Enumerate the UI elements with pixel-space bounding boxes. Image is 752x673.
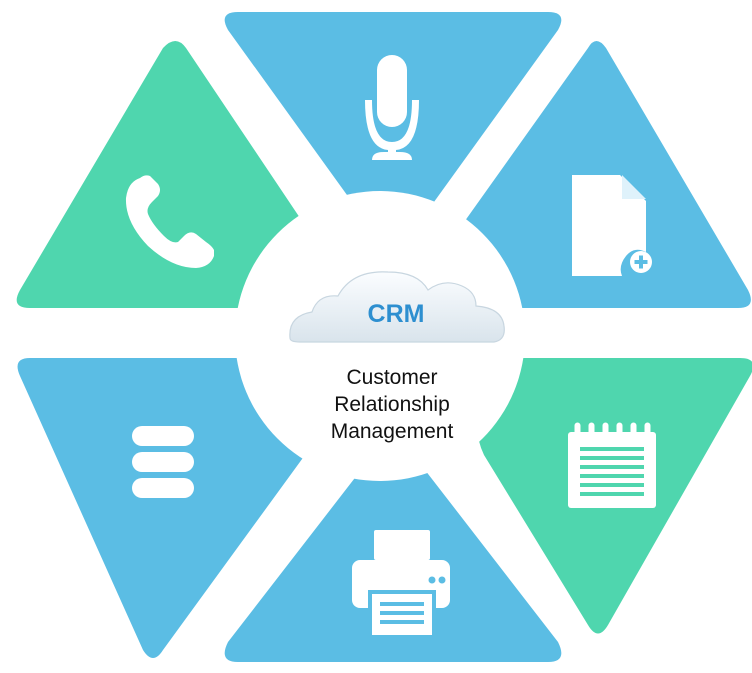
segment-upper-left: [16, 41, 304, 308]
cloud-logo: CRM: [289, 271, 505, 343]
database-icon: [132, 426, 194, 498]
document-add-icon: [572, 175, 652, 276]
segment-lower-left: [17, 358, 311, 658]
center-title-line-2: Relationship: [334, 393, 450, 416]
cloud-logo-text: CRM: [368, 300, 425, 328]
segment-top: [224, 12, 562, 248]
phone-icon: [125, 175, 214, 268]
segment-lower-right: [477, 358, 752, 634]
center-title-line-3: Management: [331, 420, 454, 443]
notepad-icon: [568, 422, 656, 508]
printer-icon: [352, 530, 450, 639]
segment-lower-left-shape: [17, 358, 311, 658]
center-hub: CRM Customer Relationship Management: [235, 191, 525, 481]
microphone-icon: [365, 55, 419, 160]
segment-bottom: [224, 438, 562, 662]
center-title-line-1: Customer: [346, 366, 437, 389]
segment-upper-right: [456, 41, 751, 308]
segment-upper-right-shape: [456, 41, 751, 308]
segment-top-shape: [224, 12, 562, 248]
segment-upper-left-shape: [16, 41, 304, 308]
